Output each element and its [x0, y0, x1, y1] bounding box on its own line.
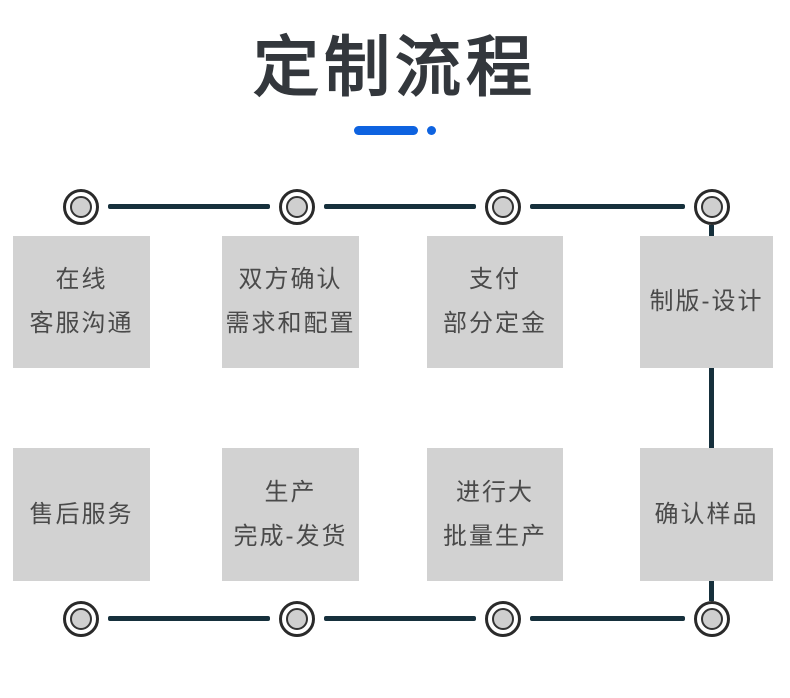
step-text-line: 需求和配置	[225, 310, 356, 337]
step-text-line: 进行大	[456, 478, 534, 506]
page-title: 定制流程	[253, 30, 537, 104]
title-underline-dot-icon	[427, 125, 436, 135]
step-box-plate-design: 制版-设计	[640, 236, 773, 368]
connector-line-top-3	[530, 204, 685, 209]
concentric-circle-node-icon	[279, 189, 315, 225]
concentric-circle-node-icon	[485, 601, 521, 637]
concentric-circle-node-icon	[694, 601, 730, 637]
step-box-pay-deposit: 支付 部分定金	[427, 236, 563, 368]
connector-line-right-middle	[709, 368, 714, 448]
connector-line-right-lower	[709, 581, 714, 601]
concentric-circle-node-icon	[63, 189, 99, 225]
step-text-line: 部分定金	[443, 310, 547, 337]
step-text-line: 支付	[469, 266, 521, 293]
step-box-online-service: 在线 客服沟通	[13, 236, 150, 368]
title-underline-bar-icon	[354, 125, 418, 135]
concentric-circle-node-icon	[279, 601, 315, 637]
connector-line-bottom-1	[108, 616, 270, 621]
concentric-circle-node-icon	[694, 189, 730, 225]
connector-line-bottom-2	[324, 616, 476, 621]
title-underline	[0, 123, 790, 137]
step-text-line: 完成-发货	[233, 522, 348, 550]
step-text-line: 生产	[264, 478, 317, 506]
step-text-line: 批量生产	[443, 522, 547, 550]
step-text-line: 制版-设计	[649, 288, 764, 315]
concentric-circle-node-icon	[485, 189, 521, 225]
step-text-line: 客服沟通	[29, 310, 134, 337]
step-text-line: 售后服务	[29, 500, 134, 528]
connector-line-top-2	[324, 204, 476, 209]
concentric-circle-node-icon	[63, 601, 99, 637]
connector-line-right-upper	[709, 225, 714, 236]
step-text-line: 在线	[55, 266, 108, 293]
step-text-line: 双方确认	[238, 266, 343, 293]
step-box-mass-production: 进行大 批量生产	[427, 448, 563, 581]
step-text-line: 确认样品	[654, 500, 759, 528]
step-box-after-sales: 售后服务	[13, 448, 150, 581]
step-box-production-ship: 生产 完成-发货	[222, 448, 359, 581]
step-box-confirm-sample: 确认样品	[640, 448, 773, 581]
connector-line-top-1	[108, 204, 270, 209]
step-box-confirm-requirements: 双方确认 需求和配置	[222, 236, 359, 368]
connector-line-bottom-3	[530, 616, 685, 621]
